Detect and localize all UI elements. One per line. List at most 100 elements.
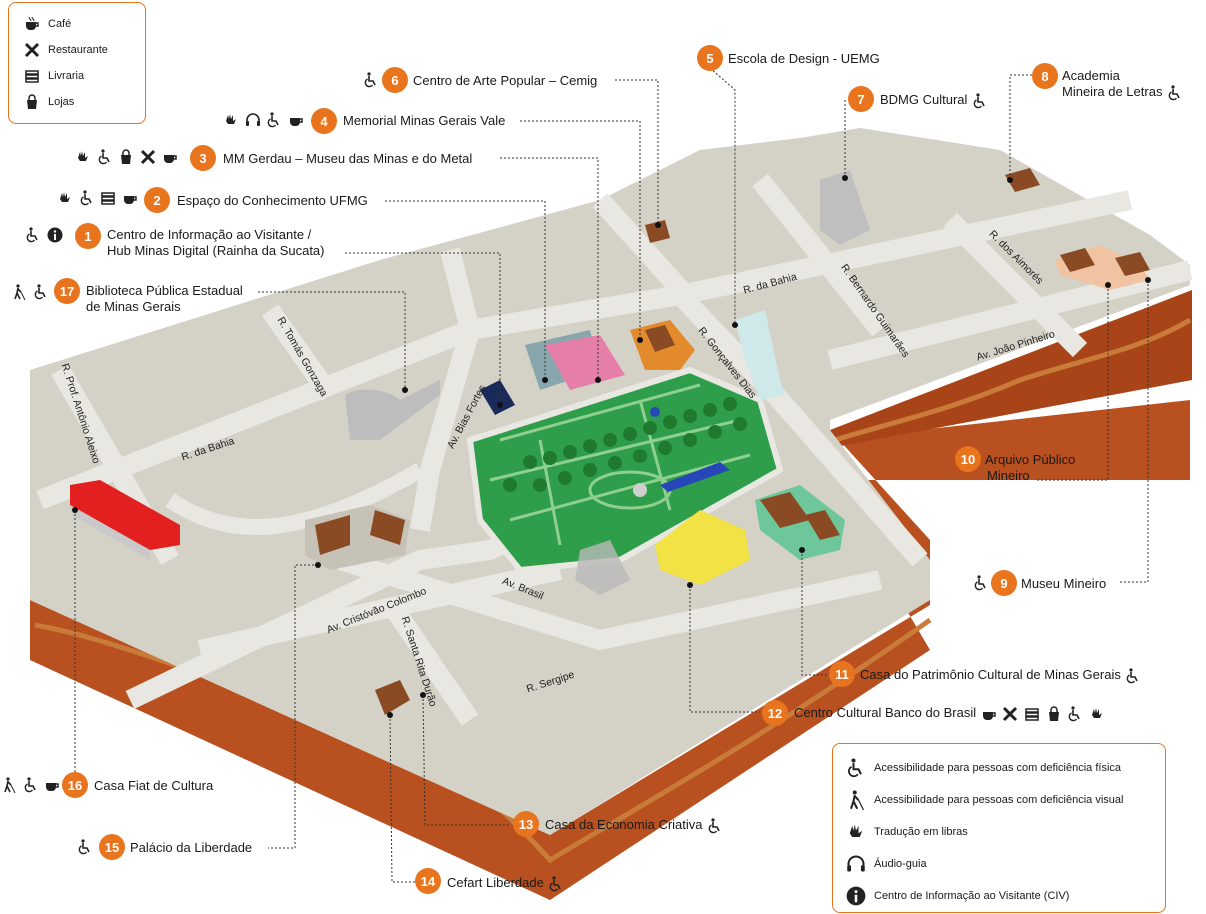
place-label[interactable]: Academia Mineira de Letras bbox=[1062, 68, 1184, 101]
shop-icon bbox=[1046, 705, 1062, 722]
sign-language-icon bbox=[1089, 706, 1105, 722]
place-number-badge[interactable]: 2 bbox=[144, 187, 170, 213]
place-number-badge[interactable]: 4 bbox=[311, 108, 337, 134]
place-number-badge[interactable]: 16 bbox=[62, 772, 88, 798]
wheelchair-icon bbox=[1125, 667, 1141, 684]
place-name-line2: Hub Minas Digital (Rainha da Sucata) bbox=[107, 243, 325, 258]
wheelchair-icon bbox=[266, 111, 282, 128]
restaurant-icon bbox=[140, 149, 156, 165]
place-label[interactable]: Palácio da Liberdade bbox=[130, 840, 252, 856]
place-label[interactable]: Escola de Design - UEMG bbox=[728, 51, 880, 67]
info-icon bbox=[47, 227, 63, 243]
place-name: Casa Fiat de Cultura bbox=[94, 778, 214, 793]
place-name-line2: Mineira de Letras bbox=[1062, 84, 1163, 99]
place-name: Escola de Design - UEMG bbox=[728, 51, 880, 66]
wheelchair-icon bbox=[25, 226, 41, 243]
place-name-line2: Mineiro bbox=[987, 468, 1030, 483]
place-number-badge[interactable]: 3 bbox=[190, 145, 216, 171]
place-name: Centro de Arte Popular – Cemig bbox=[413, 73, 598, 88]
shop-icon bbox=[118, 148, 134, 165]
visual-impairment-icon bbox=[1, 776, 17, 793]
sign-language-icon bbox=[75, 149, 91, 165]
place-number-badge[interactable]: 10 bbox=[955, 446, 981, 472]
wheelchair-icon bbox=[33, 283, 49, 300]
wheelchair-icon bbox=[97, 148, 113, 165]
place-label[interactable]: Memorial Minas Gerais Vale bbox=[343, 113, 505, 129]
place-number-badge[interactable]: 15 bbox=[99, 834, 125, 860]
place-label[interactable]: BDMG Cultural bbox=[880, 92, 989, 109]
info-icon bbox=[846, 886, 866, 906]
restaurant-icon bbox=[24, 42, 40, 58]
bookstore-icon bbox=[24, 68, 40, 84]
place-label[interactable]: Arquivo Público Mineiro bbox=[985, 452, 1075, 484]
place-label[interactable]: Casa do Patrimônio Cultural de Minas Ger… bbox=[860, 667, 1142, 684]
place-label[interactable]: Cefart Liberdade bbox=[447, 875, 565, 892]
wheelchair-icon bbox=[973, 574, 989, 591]
place-label[interactable]: Casa da Economia Criativa bbox=[545, 817, 724, 834]
legend-accessibility: Acessibilidade para pessoas com deficiên… bbox=[832, 743, 1166, 913]
place-name-line2: de Minas Gerais bbox=[86, 299, 181, 314]
place-number-badge[interactable]: 14 bbox=[415, 868, 441, 894]
cafe-icon bbox=[162, 149, 178, 165]
place-number-badge[interactable]: 12 bbox=[762, 700, 788, 726]
palm-trees bbox=[503, 397, 747, 492]
legend-item: Lojas bbox=[23, 89, 108, 115]
bookstore-icon bbox=[1024, 706, 1040, 722]
bookstore-icon bbox=[100, 190, 116, 206]
legend-label: Livraria bbox=[48, 70, 85, 82]
place-number-badge[interactable]: 17 bbox=[54, 278, 80, 304]
place-name: Casa do Patrimônio Cultural de Minas Ger… bbox=[860, 667, 1121, 682]
map-soil-front-right bbox=[830, 290, 1192, 448]
legend-item: Livraria bbox=[23, 63, 108, 89]
legend-label: Acessibilidade para pessoas com deficiên… bbox=[874, 762, 1122, 774]
cafe-icon bbox=[981, 706, 997, 722]
place-icons bbox=[56, 189, 139, 206]
place-number-badge[interactable]: 13 bbox=[513, 811, 539, 837]
place-name: Centro Cultural Banco do Brasil bbox=[794, 705, 977, 720]
wheelchair-icon bbox=[79, 189, 95, 206]
leader-lines bbox=[74, 67, 1149, 883]
place-name: Arquivo Público bbox=[985, 452, 1076, 467]
cafe-icon bbox=[288, 112, 304, 128]
map-soil-front bbox=[30, 290, 1190, 900]
wheelchair-icon bbox=[1167, 84, 1183, 101]
place-name: Cefart Liberdade bbox=[447, 875, 544, 890]
place-name: Museu Mineiro bbox=[1021, 576, 1107, 591]
map-soil-stripe bbox=[834, 317, 1192, 443]
shop-icon bbox=[24, 94, 40, 110]
place-label[interactable]: Museu Mineiro bbox=[1021, 576, 1106, 592]
place-number-badge[interactable]: 1 bbox=[75, 223, 101, 249]
place-number-badge[interactable]: 11 bbox=[829, 661, 855, 687]
visual-impairment-icon bbox=[11, 283, 27, 300]
place-number-badge[interactable]: 5 bbox=[697, 45, 723, 71]
sign-language-icon bbox=[57, 190, 73, 206]
place-name: BDMG Cultural bbox=[880, 92, 968, 107]
legend-item: Tradução em libras bbox=[845, 816, 1123, 848]
place-label[interactable]: Espaço do Conhecimento UFMG bbox=[177, 193, 368, 209]
place-label[interactable]: Biblioteca Pública Estadual de Minas Ger… bbox=[86, 283, 243, 315]
legend-label: Centro de Informação ao Visitante (CIV) bbox=[874, 890, 1070, 902]
legend-label: Lojas bbox=[48, 96, 75, 108]
place-label[interactable]: MM Gerdau – Museu das Minas e do Metal bbox=[223, 151, 472, 167]
place-label[interactable]: Centro Cultural Banco do Brasil bbox=[794, 705, 1106, 722]
headphones-icon bbox=[245, 112, 261, 128]
legend-label: Acessibilidade para pessoas com deficiên… bbox=[874, 794, 1124, 806]
place-number-badge[interactable]: 8 bbox=[1032, 63, 1058, 89]
place-icons bbox=[222, 111, 305, 128]
place-label[interactable]: Centro de Arte Popular – Cemig bbox=[413, 73, 597, 89]
place-label[interactable]: Centro de Informação ao Visitante / Hub … bbox=[107, 227, 325, 259]
legend-services: Café Restaurante Livraria Lojas bbox=[8, 2, 146, 124]
sign-language-icon bbox=[846, 822, 866, 842]
cafe-icon bbox=[24, 16, 40, 32]
place-icons bbox=[0, 776, 61, 793]
leader-dots bbox=[72, 175, 1151, 718]
legend-item: Acessibilidade para pessoas com deficiên… bbox=[845, 752, 1123, 784]
cafe-icon bbox=[44, 777, 60, 793]
place-number-badge[interactable]: 7 bbox=[848, 86, 874, 112]
legend-item: Café bbox=[23, 11, 108, 37]
place-label[interactable]: Casa Fiat de Cultura bbox=[94, 778, 213, 794]
place-icons bbox=[76, 838, 94, 855]
place-icons bbox=[972, 574, 990, 591]
place-number-badge[interactable]: 9 bbox=[991, 570, 1017, 596]
place-number-badge[interactable]: 6 bbox=[382, 67, 408, 93]
